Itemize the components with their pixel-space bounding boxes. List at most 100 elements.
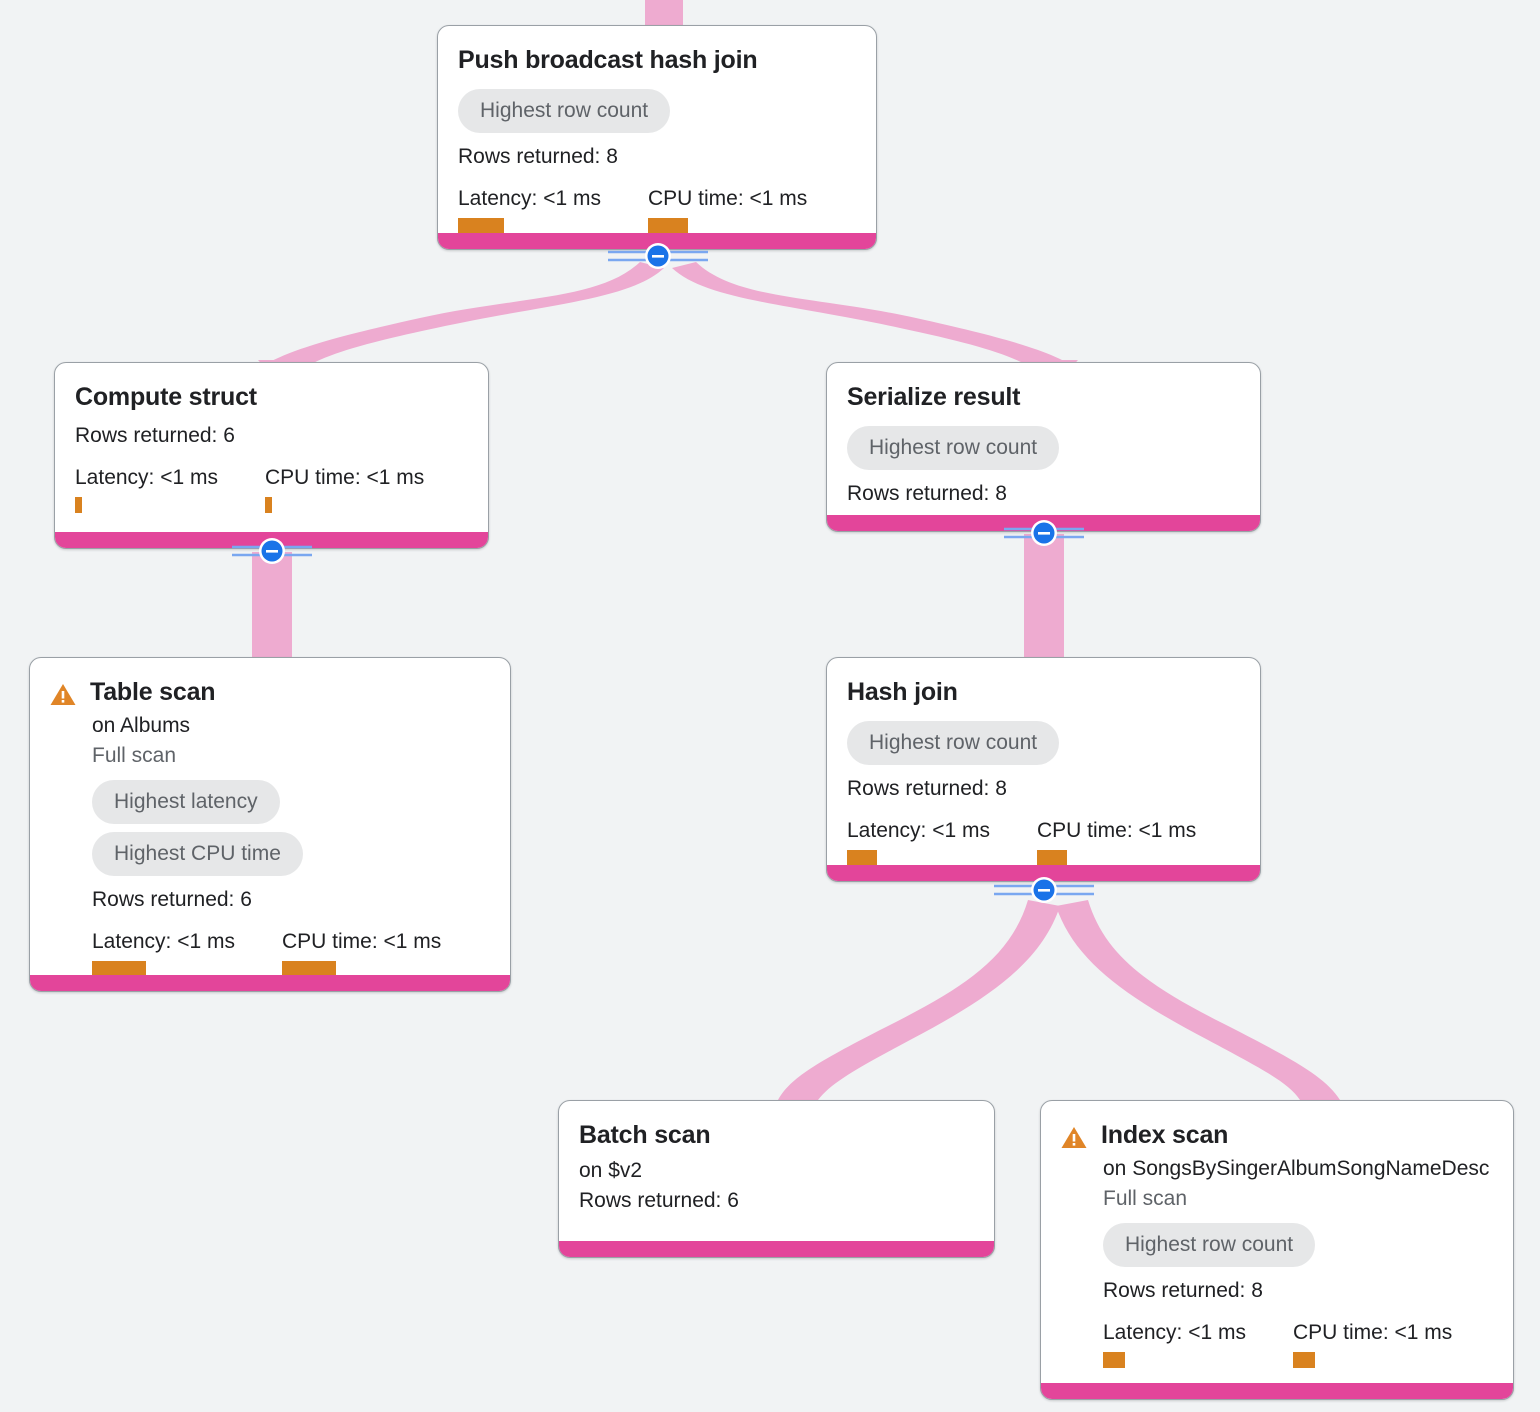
node-content: Serialize result Highest row count Rows … [827,363,1260,521]
node-serialize-result[interactable]: Serialize result Highest row count Rows … [826,362,1261,532]
collapse-control-compute-struct[interactable] [232,538,312,564]
edge-push-broadcast-hash-join-to-serialize-result [672,262,1082,372]
latency-metric: Latency: <1 ms [92,929,282,978]
badge-highest-row-count: Highest row count [847,425,1060,470]
cpu-label: CPU time: <1 ms [265,466,425,490]
collapse-control-serialize-result[interactable] [1004,520,1084,546]
edge-push-broadcast-hash-join-to-compute-struct [254,262,664,372]
node-title: Push broadcast hash join [458,46,758,74]
cpu-label: CPU time: <1 ms [1293,1321,1453,1345]
edge-hash-join-to-index-scan [1056,900,1340,1100]
node-content: Index scan on SongsBySingerAlbumSongName… [1041,1101,1513,1382]
rows-returned: Rows returned: 8 [458,144,618,168]
cpu-bar [282,961,336,978]
latency-label: Latency: <1 ms [92,930,235,954]
node-title: Batch scan [579,1121,711,1149]
node-header: Batch scan [579,1121,974,1150]
node-details: on Albums Full scan Highest latency High… [50,711,490,978]
node-title: Hash join [847,678,958,706]
latency-label: Latency: <1 ms [75,466,218,490]
node-title: Index scan [1101,1121,1229,1149]
latency-bar [847,850,877,867]
node-target: on $v2 [579,1158,643,1182]
node-push-broadcast-hash-join[interactable]: Push broadcast hash join Highest row cou… [437,25,877,250]
latency-bar [458,218,504,235]
node-metrics: Latency: <1 ms CPU time: <1 ms [75,465,468,514]
latency-label: Latency: <1 ms [458,187,601,211]
node-badges: Highest row count [1103,1215,1493,1267]
collapse-icon[interactable] [608,243,708,269]
edge-serialize-result-to-hash-join [1024,534,1064,660]
node-scan-note: Full scan [1103,1187,1188,1211]
node-status-bar [827,865,1260,881]
warning-icon [50,683,76,711]
node-header: Index scan [1061,1121,1493,1154]
collapse-icon[interactable] [232,538,312,564]
node-details: on $v2 Rows returned: 6 [579,1156,974,1217]
node-badges-2: Highest CPU time [92,824,490,876]
cpu-metric: CPU time: <1 ms [1293,1320,1453,1369]
node-compute-struct[interactable]: Compute struct Rows returned: 6 Latency:… [54,362,489,549]
cpu-metric: CPU time: <1 ms [282,929,442,978]
node-status-bar [30,975,510,991]
badge-highest-cpu-time: Highest CPU time [92,831,303,876]
node-content: Table scan on Albums Full scan Highest l… [30,658,510,991]
cpu-bar [265,497,272,514]
cpu-label: CPU time: <1 ms [1037,819,1197,843]
badge-highest-row-count: Highest row count [1103,1222,1316,1267]
collapse-icon[interactable] [994,877,1094,903]
node-content: Batch scan on $v2 Rows returned: 6 [559,1101,994,1231]
badge-highest-row-count: Highest row count [847,720,1060,765]
node-header: Hash join [847,678,1240,707]
node-content: Push broadcast hash join Highest row cou… [438,26,876,248]
node-metrics: Latency: <1 ms CPU time: <1 ms [847,818,1240,867]
node-title: Serialize result [847,383,1021,411]
node-badges: Highest latency [92,772,490,824]
node-index-scan[interactable]: Index scan on SongsBySingerAlbumSongName… [1040,1100,1514,1400]
cpu-bar [648,218,688,235]
latency-bar [92,961,146,978]
node-header: Table scan [50,678,490,711]
cpu-label: CPU time: <1 ms [282,930,442,954]
node-content: Compute struct Rows returned: 6 Latency:… [55,363,488,527]
rows-returned: Rows returned: 8 [847,481,1007,505]
rows-returned: Rows returned: 6 [579,1189,739,1213]
cpu-bar [1293,1352,1315,1369]
node-metrics: Latency: <1 ms CPU time: <1 ms [92,929,490,978]
node-status-bar [438,233,876,249]
rows-returned: Rows returned: 6 [92,887,252,911]
rows-returned: Rows returned: 6 [75,423,235,447]
node-target: on Albums [92,714,191,737]
cpu-metric: CPU time: <1 ms [1037,818,1197,867]
node-metrics: Latency: <1 ms CPU time: <1 ms [458,186,856,235]
node-badges: Highest row count [847,418,1240,470]
cpu-metric: CPU time: <1 ms [265,465,425,514]
node-batch-scan[interactable]: Batch scan on $v2 Rows returned: 6 [558,1100,995,1258]
collapse-control-push-broadcast-hash-join[interactable] [608,243,708,269]
rows-returned: Rows returned: 8 [847,776,1007,800]
latency-metric: Latency: <1 ms [1103,1320,1293,1369]
cpu-label: CPU time: <1 ms [648,187,808,211]
node-target: on SongsBySingerAlbumSongNameDesc [1103,1157,1490,1180]
node-scan-note: Full scan [92,744,177,768]
node-metrics: Latency: <1 ms CPU time: <1 ms [1103,1320,1493,1369]
node-hash-join[interactable]: Hash join Highest row count Rows returne… [826,657,1261,882]
node-title: Compute struct [75,383,257,411]
cpu-bar [1037,850,1067,867]
node-status-bar [559,1241,994,1257]
latency-bar [1103,1352,1125,1369]
badge-highest-latency: Highest latency [92,779,280,824]
node-status-bar [1041,1383,1513,1399]
node-table-scan[interactable]: Table scan on Albums Full scan Highest l… [29,657,511,992]
latency-label: Latency: <1 ms [847,819,990,843]
node-details: on SongsBySingerAlbumSongNameDesc Full s… [1061,1154,1493,1369]
rows-returned: Rows returned: 8 [1103,1278,1263,1302]
node-header: Push broadcast hash join [458,46,856,75]
warning-icon [1061,1126,1087,1154]
latency-bar [75,497,82,514]
collapse-control-hash-join[interactable] [994,877,1094,903]
node-header: Compute struct [75,383,468,412]
edge-compute-struct-to-table-scan [252,552,292,660]
collapse-icon[interactable] [1004,520,1084,546]
